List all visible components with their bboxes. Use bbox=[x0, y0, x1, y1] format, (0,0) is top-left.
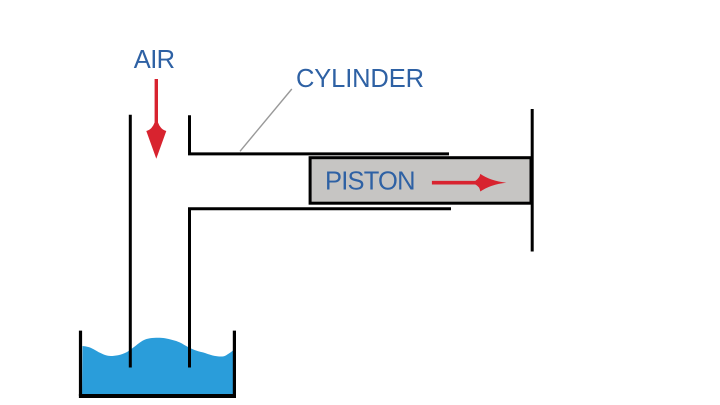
svg-text:PISTON: PISTON bbox=[325, 168, 416, 196]
svg-text:AIR: AIR bbox=[134, 46, 175, 74]
svg-text:CYLINDER: CYLINDER bbox=[296, 65, 424, 93]
